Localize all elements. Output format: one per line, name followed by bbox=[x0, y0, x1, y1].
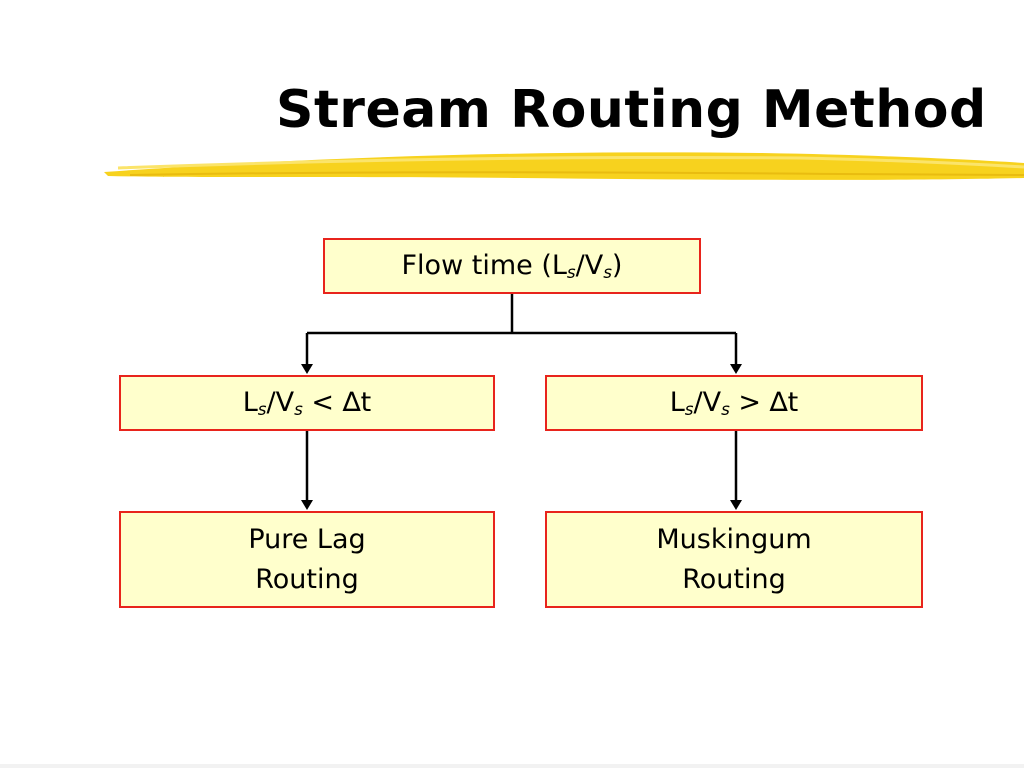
muskingum-routing-label: Muskingum Routing bbox=[656, 523, 812, 595]
slide-bottom-rule bbox=[0, 764, 1024, 768]
flow-time-box: Flow time (Ls/Vs) bbox=[323, 238, 701, 294]
condition-less-than-box: Ls/Vs < ∆t bbox=[119, 375, 495, 431]
slide-title: Stream Routing Method bbox=[276, 80, 987, 140]
condition-greater-than-label: Ls/Vs > ∆t bbox=[669, 387, 799, 420]
arrowhead-right-result bbox=[730, 500, 742, 510]
title-underline-stroke bbox=[104, 152, 1024, 180]
arrowhead-left-condition bbox=[301, 364, 313, 374]
pure-lag-routing-box: Pure Lag Routing bbox=[119, 511, 495, 608]
flow-time-label: Flow time (Ls/Vs) bbox=[401, 250, 623, 283]
arrowhead-left-result bbox=[301, 500, 313, 510]
pure-lag-routing-label: Pure Lag Routing bbox=[248, 523, 366, 595]
muskingum-routing-box: Muskingum Routing bbox=[545, 511, 923, 608]
condition-greater-than-box: Ls/Vs > ∆t bbox=[545, 375, 923, 431]
arrowhead-right-condition bbox=[730, 364, 742, 374]
condition-less-than-label: Ls/Vs < ∆t bbox=[242, 387, 372, 420]
